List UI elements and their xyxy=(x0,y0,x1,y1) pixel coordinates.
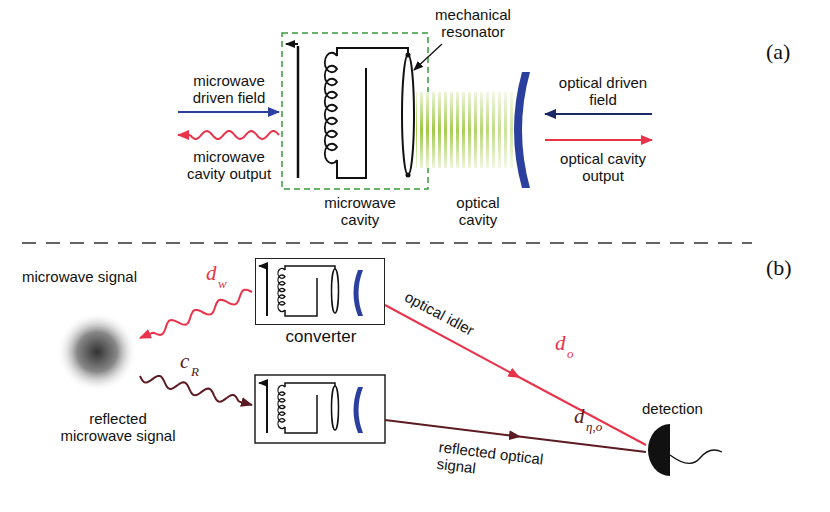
signal-subscript: η,o xyxy=(586,419,602,434)
signal-symbol: d xyxy=(574,405,585,428)
signal-symbol: c xyxy=(180,350,189,373)
box-heading: converter xyxy=(286,327,357,346)
field-label: optical cavity output xyxy=(548,150,658,184)
detector-label: detection xyxy=(642,400,703,417)
signal-subscript: o xyxy=(567,346,574,361)
panel-label: (a) xyxy=(766,40,790,64)
signal-label: optical idler xyxy=(402,288,477,339)
part-label: microwave cavity xyxy=(312,194,408,228)
signal-symbol: d xyxy=(206,262,217,285)
signal-subscript: R xyxy=(191,364,199,379)
signal-symbol: d xyxy=(555,332,566,355)
field-label: optical driven field xyxy=(552,74,654,108)
part-label: optical cavity xyxy=(440,194,516,228)
signal-label: reflected optical signal xyxy=(436,438,549,485)
panel-label: (b) xyxy=(766,256,792,280)
field-label: microwave cavity output xyxy=(178,148,280,182)
field-label: microwave driven field xyxy=(178,72,280,106)
signal-subscript: w xyxy=(218,276,227,291)
signal-label: microwave signal xyxy=(22,268,137,285)
signal-label: reflected microwave signal xyxy=(58,410,178,444)
converter-box: converter xyxy=(255,258,385,325)
part-label: mechanical resonator xyxy=(428,6,518,40)
